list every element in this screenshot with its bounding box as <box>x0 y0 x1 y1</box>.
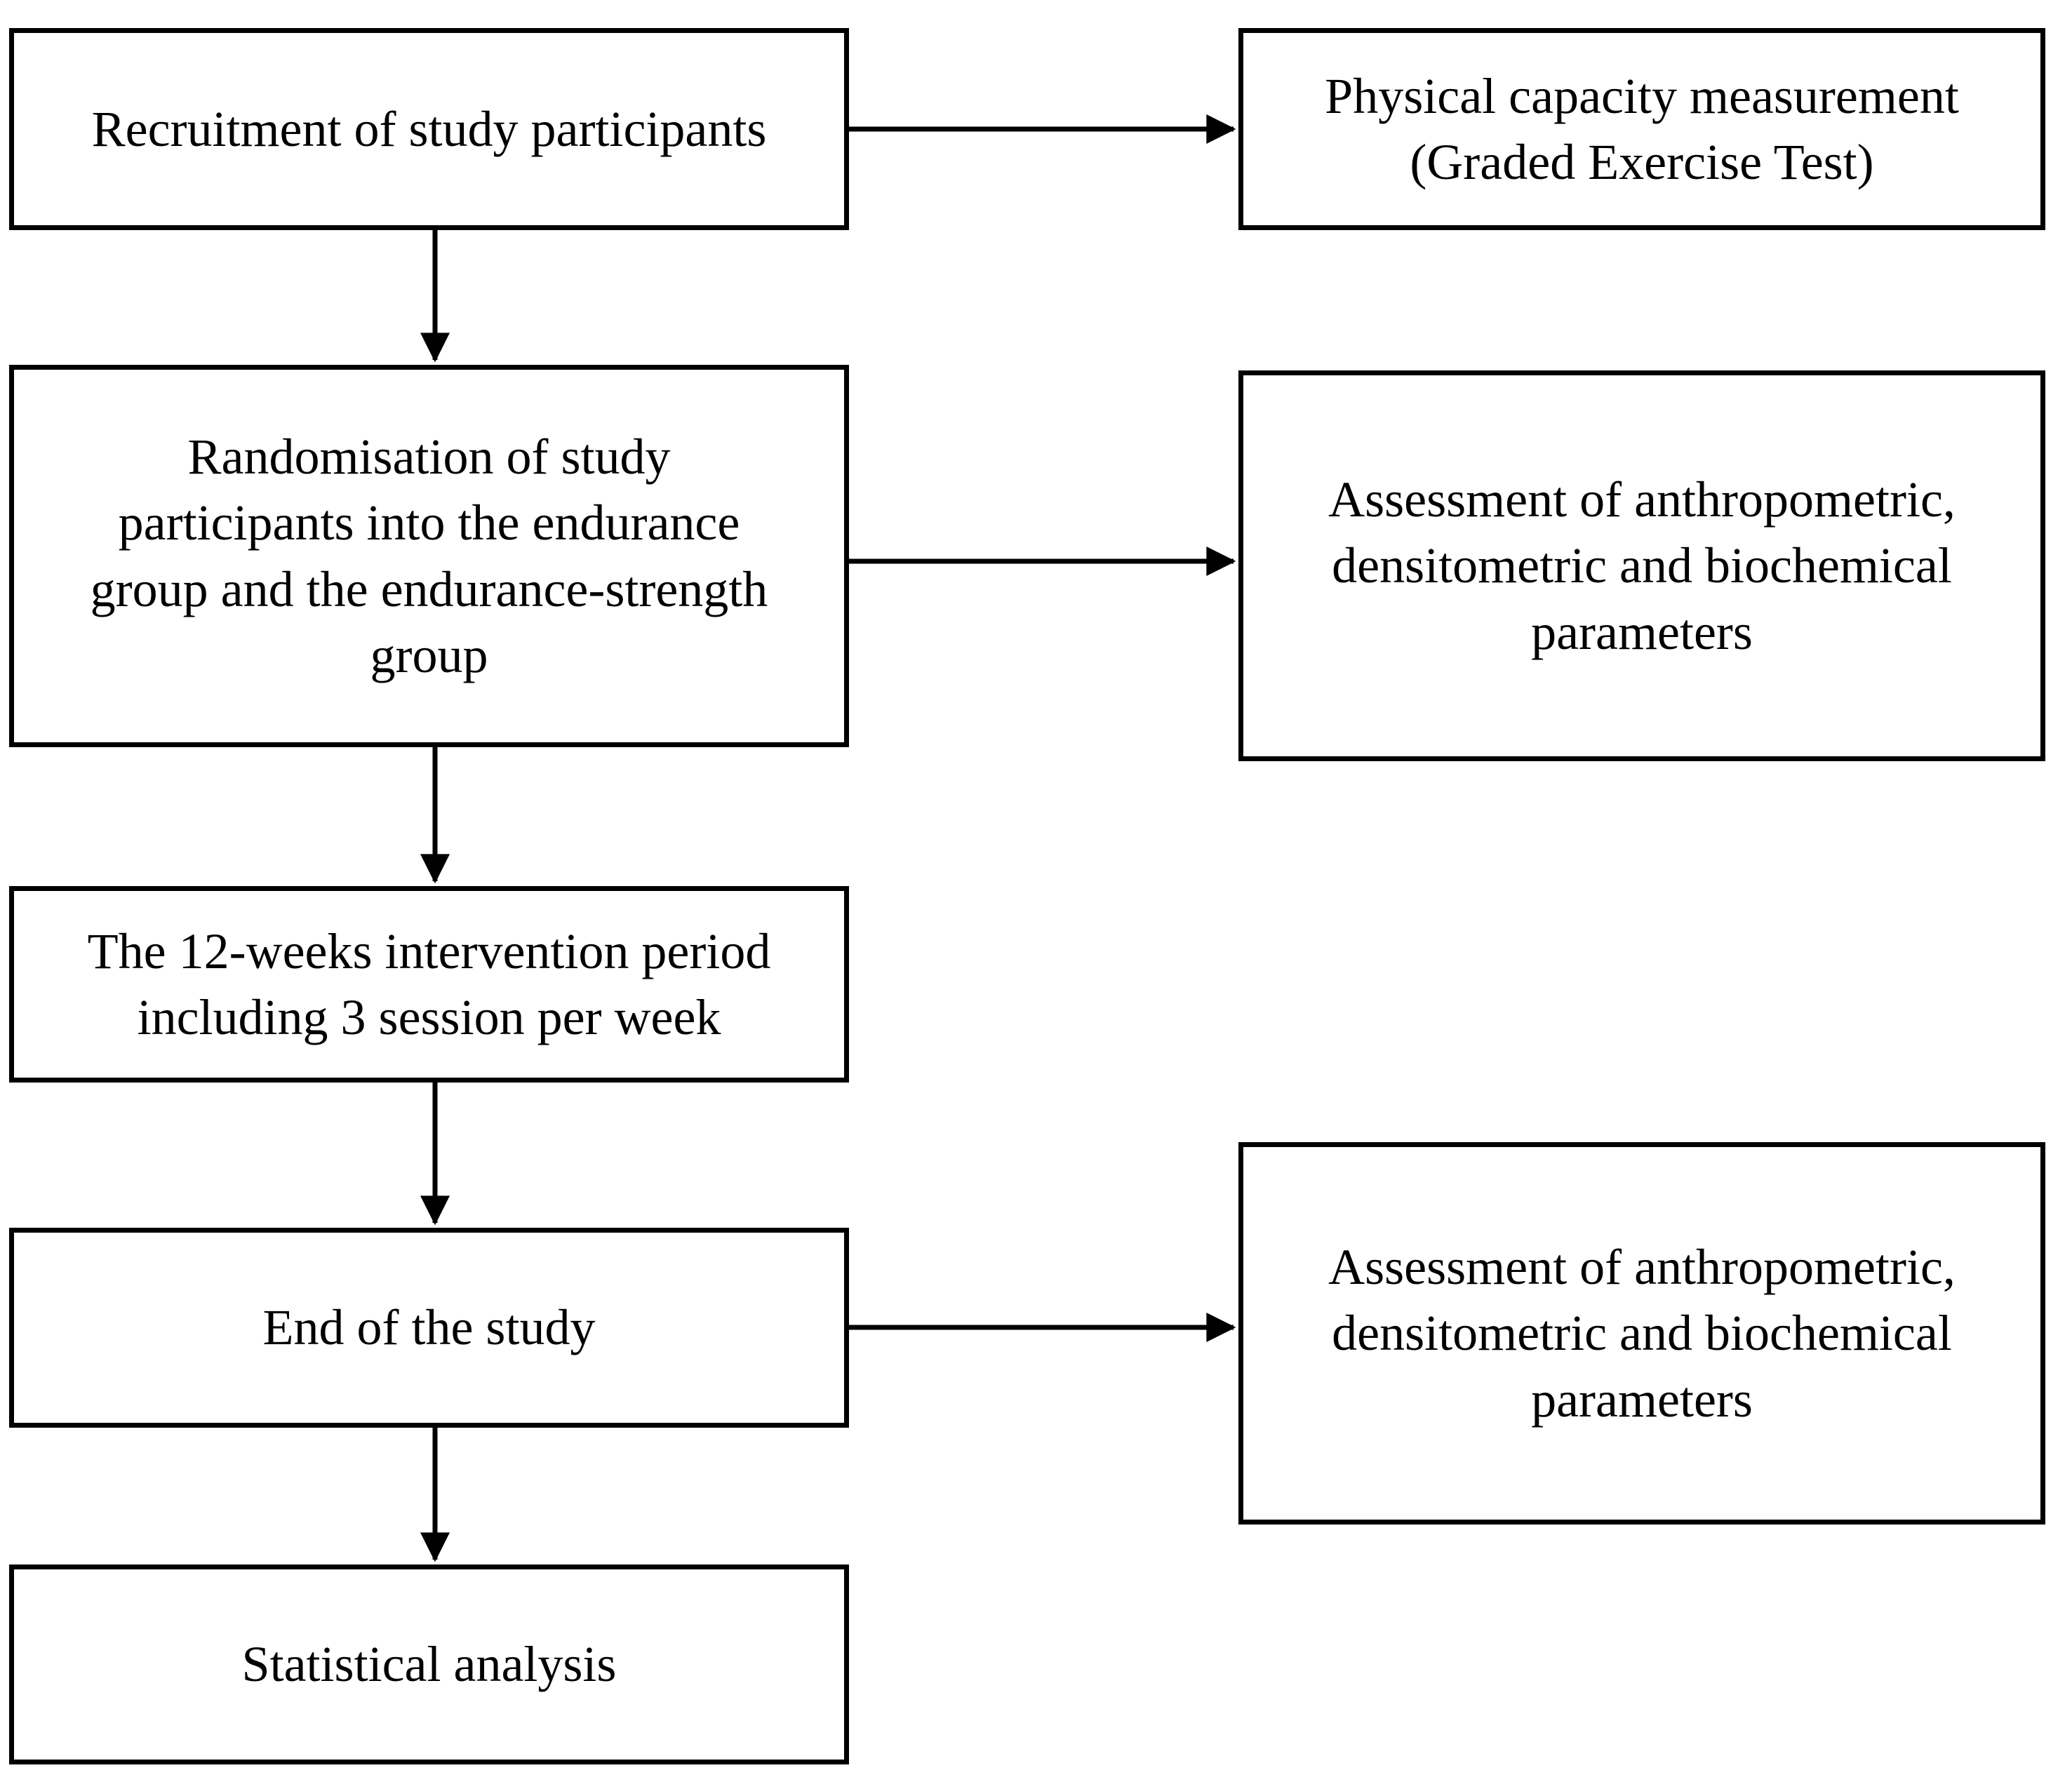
box-assessment-baseline: Assessment of anthropometric, densitomet… <box>1238 370 2045 761</box>
box-intervention-period-label: The 12-weeks intervention period includi… <box>87 923 771 1045</box>
box-assessment-baseline-label: Assessment of anthropometric, densitomet… <box>1328 471 1956 660</box>
box-randomisation-label: Randomisation of study participants into… <box>90 428 768 683</box>
box-end-of-study-label: End of the study <box>262 1299 596 1356</box>
box-physical-capacity-label: Physical capacity measurement (Graded Ex… <box>1325 67 1959 190</box>
box-end-of-study: End of the study <box>9 1228 849 1428</box>
box-recruitment: Recruitment of study participants <box>9 28 849 230</box>
box-recruitment-label: Recruitment of study participants <box>91 100 767 157</box>
box-assessment-final-label: Assessment of anthropometric, densitomet… <box>1328 1239 1956 1428</box>
box-statistical-analysis: Statistical analysis <box>9 1564 849 1764</box>
box-assessment-final: Assessment of anthropometric, densitomet… <box>1238 1142 2045 1525</box>
box-intervention-period: The 12-weeks intervention period includi… <box>9 886 849 1083</box>
box-randomisation: Randomisation of study participants into… <box>9 365 849 747</box>
box-statistical-analysis-label: Statistical analysis <box>241 1636 617 1693</box>
box-physical-capacity: Physical capacity measurement (Graded Ex… <box>1238 28 2045 230</box>
